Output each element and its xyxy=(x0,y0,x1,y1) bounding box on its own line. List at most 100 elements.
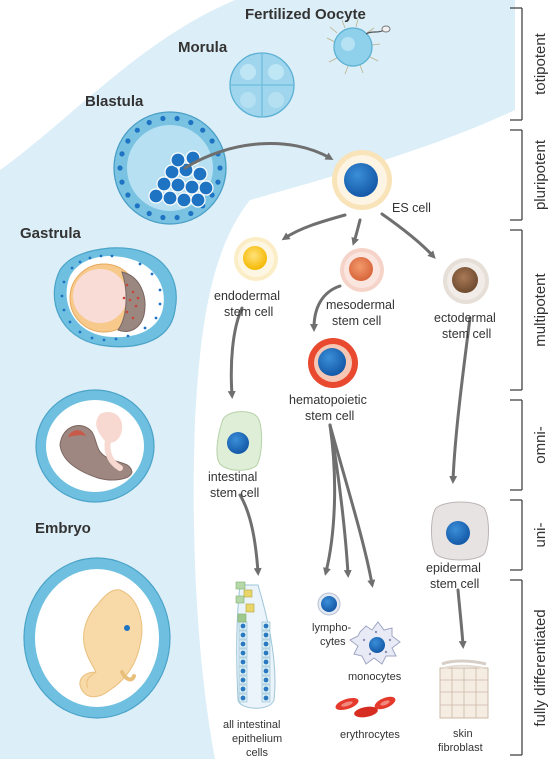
label-blastula: Blastula xyxy=(85,93,144,110)
potency-omni: omni- xyxy=(532,426,549,464)
arrow-es-to-endo xyxy=(281,213,347,241)
epithelium-nucleus xyxy=(263,695,269,701)
arrow-es-to-meso xyxy=(351,218,362,246)
epithelium-nucleus xyxy=(263,632,269,638)
epithelium-nucleus xyxy=(263,686,269,692)
label-morula: Morula xyxy=(178,39,228,56)
intestinal-stem-cell xyxy=(216,411,263,471)
label-skin-1: skin xyxy=(453,728,473,740)
label-hematopoietic-1: hematopoietic xyxy=(289,393,367,407)
early-embryo-illustration xyxy=(35,389,155,503)
label-epidermal-2: stem cell xyxy=(430,577,479,591)
gastrula-illustration xyxy=(53,247,177,348)
label-hematopoietic-2: stem cell xyxy=(305,409,354,423)
epithelium-nucleus xyxy=(263,623,269,629)
blastula-illustration xyxy=(113,111,227,225)
lineage-arrows xyxy=(183,142,472,649)
arrow-meso-to-hema xyxy=(310,284,342,332)
label-endodermal-2: stem cell xyxy=(224,305,273,319)
blastula-nucleus xyxy=(215,179,221,185)
arrow-endo-to-intestinal xyxy=(227,306,244,399)
blastula-nucleus xyxy=(117,165,123,171)
epithelium-nucleus xyxy=(240,641,246,647)
blastula-nucleus xyxy=(134,203,140,209)
arrow-blastula-to-es xyxy=(183,142,334,170)
blastula-nucleus xyxy=(217,165,223,171)
label-skin-2: fibroblast xyxy=(438,742,483,754)
intestinal-epithelium-illustration xyxy=(235,581,276,709)
epithelium-nucleus xyxy=(263,677,269,683)
label-mesodermal-2: stem cell xyxy=(332,314,381,328)
label-epidermal-1: epidermal xyxy=(426,561,481,575)
epithelium-nucleus xyxy=(240,668,246,674)
arrow-hema-to-mid xyxy=(328,423,352,578)
potency-pluripotent: pluripotent xyxy=(532,139,549,210)
label-monocytes: monocytes xyxy=(348,671,402,683)
monocyte-illustration xyxy=(349,621,401,665)
es-cell xyxy=(332,150,392,210)
lymphocyte-illustration xyxy=(317,592,341,616)
potency-multipotent: multipotent xyxy=(532,272,549,346)
blastula-nucleus xyxy=(174,115,180,122)
label-mesodermal-1: mesodermal xyxy=(326,298,395,312)
blastula-nucleus xyxy=(146,210,152,217)
epithelium-nucleus xyxy=(240,695,246,701)
epithelium-nucleus xyxy=(240,659,246,665)
epithelium-nucleus xyxy=(263,668,269,674)
blastula-nucleus xyxy=(125,138,131,144)
arrow-es-to-ecto xyxy=(380,212,436,259)
blastula-nucleus xyxy=(125,192,131,198)
fertilized-oocyte-illustration xyxy=(326,18,391,75)
label-lymphocytes-2: cytes xyxy=(320,636,346,648)
label-ectodermal-1: ectodermal xyxy=(434,311,496,325)
epithelium-nucleus xyxy=(240,632,246,638)
potency-totipotent: totipotent xyxy=(532,32,549,95)
epithelium-nucleus xyxy=(263,659,269,665)
arrow-epidermal-to-skin xyxy=(456,588,467,649)
blastula-nucleus xyxy=(119,151,125,157)
label-endodermal-1: endodermal xyxy=(214,289,280,303)
epithelium-nucleus xyxy=(240,623,246,629)
blastula-nucleus xyxy=(160,115,166,122)
potency-labels: totipotent pluripotent multipotent omni-… xyxy=(532,32,549,726)
arrow-intestinal-to-epithelium xyxy=(238,493,262,576)
epidermal-stem-cell xyxy=(431,501,489,561)
label-intestinal-1: intestinal xyxy=(208,470,257,484)
blastula-nucleus xyxy=(209,138,215,144)
arrow-ecto-to-epidermal xyxy=(449,316,472,484)
blastula-nucleus xyxy=(119,179,125,185)
potency-scale xyxy=(510,7,523,756)
potency-uni: uni- xyxy=(532,522,549,547)
label-fertilized-oocyte: Fertilized Oocyte xyxy=(245,6,366,23)
label-erythrocytes: erythrocytes xyxy=(340,729,400,741)
label-es-cell: ES cell xyxy=(392,201,431,215)
arrow-hema-to-mono xyxy=(328,423,376,588)
blastula-nucleus xyxy=(134,127,140,133)
label-ectodermal-2: stem cell xyxy=(442,327,491,341)
epithelium-nucleus xyxy=(263,650,269,656)
label-embryo: Embryo xyxy=(35,520,91,537)
epithelium-nucleus xyxy=(240,650,246,656)
label-epithelium-2: epithelium xyxy=(232,733,282,745)
blastula-nucleus xyxy=(188,210,194,217)
label-epithelium-3: cells xyxy=(246,747,269,759)
morula-illustration xyxy=(229,52,295,118)
skin-fibroblast-illustration xyxy=(439,659,489,719)
epithelium-nucleus xyxy=(263,641,269,647)
epithelium-nucleus xyxy=(240,677,246,683)
label-intestinal-2: stem cell xyxy=(210,486,259,500)
hematopoietic-stem-cell xyxy=(308,338,358,388)
erythrocyte-illustration xyxy=(335,696,396,718)
label-epithelium-1: all intestinal xyxy=(223,719,280,731)
embryo-illustration xyxy=(23,557,171,719)
epithelium-nucleus xyxy=(240,686,246,692)
blastula-nucleus xyxy=(146,119,152,126)
label-lymphocytes-1: lympho- xyxy=(312,622,351,634)
blastula-nucleus xyxy=(160,214,166,221)
potency-fully-differentiated: fully differentiated xyxy=(532,609,549,726)
blastula-nucleus xyxy=(200,127,206,133)
mesodermal-stem-cell xyxy=(340,248,384,292)
blastula-nucleus xyxy=(188,119,194,126)
endodermal-stem-cell xyxy=(234,237,278,281)
label-gastrula: Gastrula xyxy=(20,225,82,242)
